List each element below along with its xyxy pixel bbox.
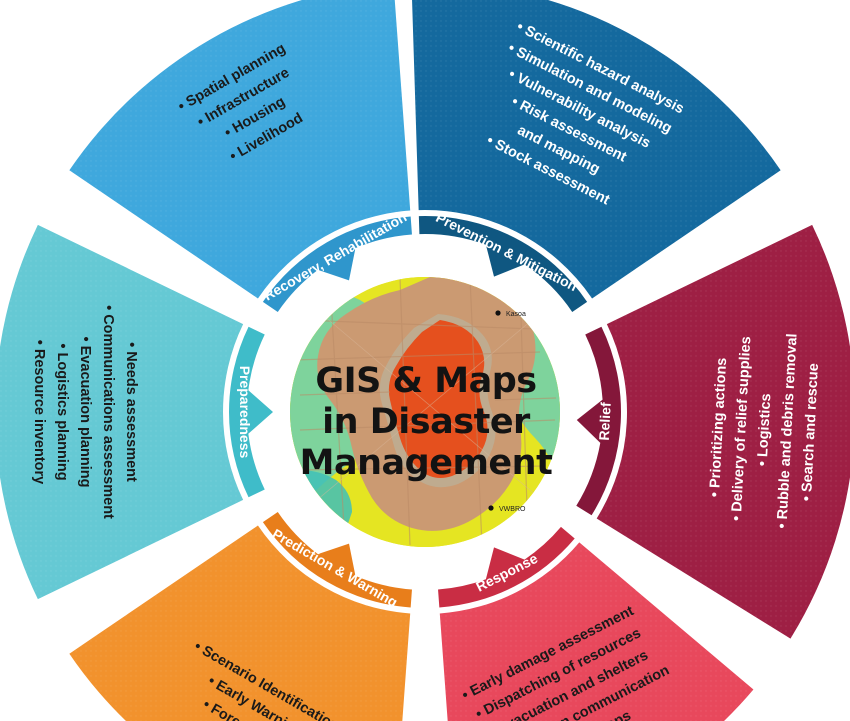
segment-response[interactable] xyxy=(438,526,754,721)
center-title-line-0: GIS & Maps xyxy=(315,361,536,401)
segment-preparedness-item: • Needs assessment xyxy=(123,342,139,482)
segment-label-preparedness: Preparedness xyxy=(237,366,253,459)
segment-preparedness-item: • Resource inventory xyxy=(31,340,47,484)
map-label-1: VWBRO xyxy=(499,506,526,513)
segment-preparedness-item: • Evacuation planning xyxy=(77,337,93,488)
segment-texture-preparedness xyxy=(0,224,244,600)
segment-tab-recovery[interactable] xyxy=(262,216,412,312)
segment-tab-preparedness[interactable] xyxy=(229,326,273,498)
segment-tab-prevention[interactable] xyxy=(418,216,588,312)
center-map-graphic: Kasoa VWBRO xyxy=(290,277,560,547)
segment-relief-item: • Search and rescue xyxy=(799,363,822,502)
segment-tab-relief[interactable] xyxy=(576,326,621,516)
segment-recovery[interactable] xyxy=(69,0,412,312)
map-label-0: Kasoa xyxy=(506,311,526,318)
segment-relief[interactable] xyxy=(576,224,850,639)
segment-prediction[interactable] xyxy=(69,512,412,721)
center-title-line-2: Management xyxy=(300,443,553,483)
segment-texture-response xyxy=(439,542,754,721)
segment-preparedness-item: • Communications assessment xyxy=(100,305,116,519)
segment-prevention[interactable] xyxy=(411,0,781,312)
segment-tab-prediction[interactable] xyxy=(262,512,412,608)
center-title: GIS & Maps in Disaster Management xyxy=(300,361,553,483)
segment-relief-item: • Prioritizing actions xyxy=(707,357,730,497)
segment-texture-relief xyxy=(596,224,850,639)
segment-preparedness[interactable] xyxy=(0,224,273,600)
center-title-line-1: in Disaster xyxy=(322,402,531,442)
segment-texture-prediction xyxy=(69,525,411,721)
segment-texture-prevention xyxy=(412,0,781,299)
segment-tab-response[interactable] xyxy=(438,526,575,608)
segment-relief-item: • Logistics xyxy=(755,393,775,467)
segment-preparedness-item: • Logistics planning xyxy=(54,343,70,480)
segment-texture-recovery xyxy=(69,0,411,299)
segment-label-relief: Relief xyxy=(596,402,614,441)
